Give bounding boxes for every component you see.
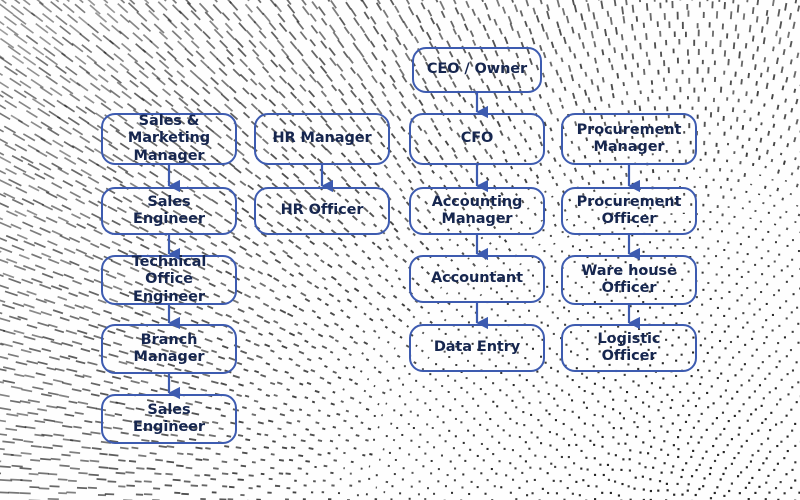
- org-node-accounting_mgr[interactable]: Accounting Manager: [409, 187, 545, 235]
- org-node-label: Sales & Marketing Manager: [127, 113, 211, 164]
- org-node-ceo[interactable]: CEO / Owner: [412, 47, 542, 93]
- org-node-label: Branch Manager: [133, 331, 205, 365]
- org-node-label: HR Manager: [272, 130, 372, 147]
- org-node-label: Procurement Manager: [576, 121, 682, 155]
- org-node-label: Technical Office Engineer: [131, 254, 207, 305]
- org-node-warehouse_officer[interactable]: Ware house Officer: [561, 255, 697, 305]
- org-node-label: Accounting Manager: [431, 193, 523, 227]
- org-node-label: Ware house Officer: [581, 262, 677, 296]
- org-node-procurement_officer[interactable]: Procurement Officer: [561, 187, 697, 235]
- org-node-label: CFO: [460, 130, 494, 147]
- org-node-logistic_officer[interactable]: Logistic Officer: [561, 324, 697, 372]
- org-node-accountant[interactable]: Accountant: [409, 255, 545, 303]
- org-node-sales_engineer_2[interactable]: Sales Engineer: [101, 394, 237, 444]
- org-node-label: Data Entry: [433, 339, 521, 356]
- org-node-label: Accountant: [431, 270, 523, 287]
- org-node-sales_engineer_1[interactable]: Sales Engineer: [101, 187, 237, 235]
- org-node-data_entry[interactable]: Data Entry: [409, 324, 545, 372]
- org-node-label: CEO / Owner: [426, 61, 528, 78]
- org-node-label: Sales Engineer: [133, 401, 205, 435]
- org-node-sales_marketing_mgr[interactable]: Sales & Marketing Manager: [101, 113, 237, 165]
- org-node-label: Procurement Officer: [576, 193, 682, 227]
- org-node-technical_office[interactable]: Technical Office Engineer: [101, 254, 237, 305]
- org-node-hr_officer[interactable]: HR Officer: [254, 187, 390, 235]
- org-node-label: Logistic Officer: [597, 330, 661, 364]
- org-node-branch_manager[interactable]: Branch Manager: [101, 324, 237, 374]
- org-node-procurement_mgr[interactable]: Procurement Manager: [561, 113, 697, 165]
- org-node-hr_manager[interactable]: HR Manager: [254, 113, 390, 165]
- org-node-label: HR Officer: [280, 202, 364, 219]
- org-node-cfo[interactable]: CFO: [409, 113, 545, 165]
- org-node-label: Sales Engineer: [133, 193, 205, 227]
